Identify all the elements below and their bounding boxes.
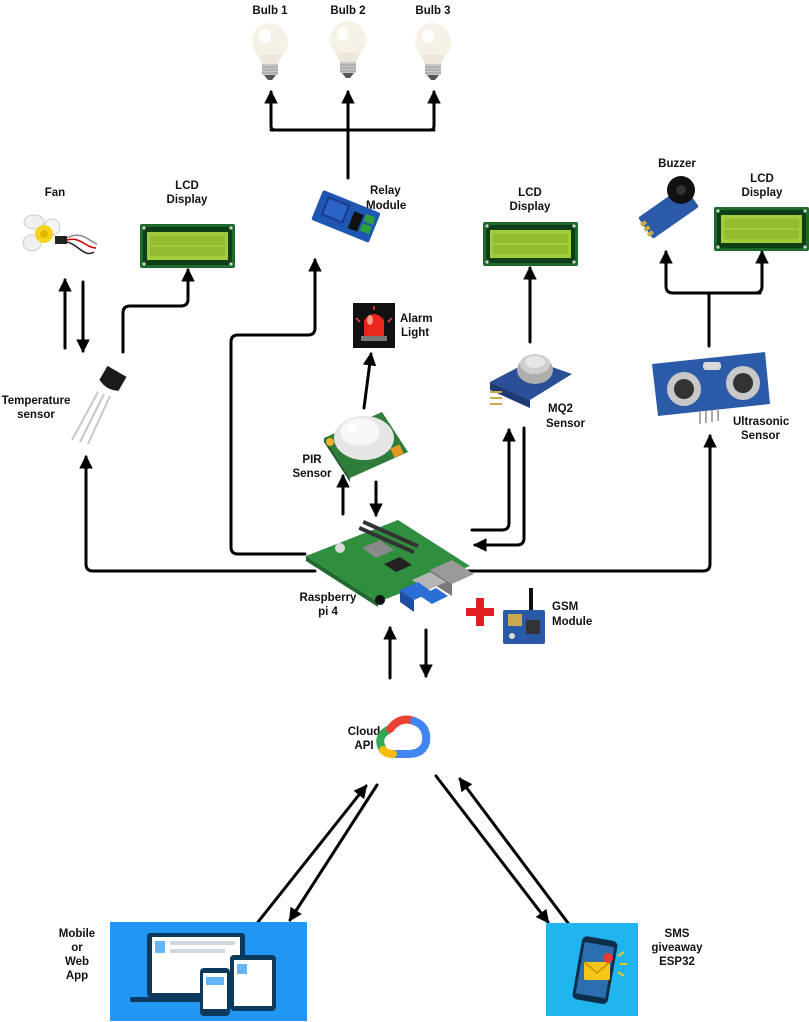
bulb-icon xyxy=(251,22,289,81)
lcd-mid-label-line1: LCD xyxy=(518,187,542,199)
arrow-pi-to-mq2 xyxy=(470,427,516,532)
lcd-display-mid: LCD Display xyxy=(483,187,578,266)
relay-to-bulbs-bus xyxy=(269,128,436,180)
gsm-module-icon xyxy=(503,588,545,644)
fan-icon xyxy=(22,214,98,255)
mq2-label-line1: MQ2 xyxy=(548,403,573,415)
mq2-sensor: MQ2 Sensor xyxy=(490,354,586,430)
lcd-icon xyxy=(140,224,235,268)
relay-module: Relay Module xyxy=(311,185,406,243)
sms-label-line3: ESP32 xyxy=(659,956,695,968)
relay-label-line2: Module xyxy=(366,200,406,212)
pir-sensor-icon xyxy=(324,412,408,482)
pir-sensor: PIR Sensor xyxy=(293,412,408,482)
bulb-3-label: Bulb 3 xyxy=(415,5,450,17)
buzzer-icon xyxy=(638,176,699,239)
bulb-3: Bulb 3 xyxy=(414,5,452,81)
google-cloud-icon xyxy=(376,715,431,758)
relay-label-line1: Relay xyxy=(370,185,401,197)
ultrasonic-sensor: Ultrasonic Sensor xyxy=(652,352,790,442)
fan: Fan xyxy=(22,187,98,255)
arrow-sms-to-cloud xyxy=(458,777,570,925)
arrow-to-lcd-right xyxy=(753,249,769,295)
gsm-label-line2: Module xyxy=(552,616,592,628)
app-label-line3: Web xyxy=(65,956,89,968)
bulb-2-label: Bulb 2 xyxy=(330,5,365,17)
lcd-display-left: LCD Display xyxy=(140,180,235,268)
arrow-pir-to-alarm xyxy=(362,351,377,410)
relay-icon xyxy=(311,190,381,243)
pir-label-line1: PIR xyxy=(302,454,322,466)
lcd-right-label-line1: LCD xyxy=(750,173,774,185)
cloud-api: Cloud API xyxy=(348,715,431,758)
connectors xyxy=(58,89,769,925)
app-label-line4: App xyxy=(66,970,88,982)
bulb-1: Bulb 1 xyxy=(251,5,289,81)
arrow-to-bulb3 xyxy=(427,89,441,132)
arrow-pi-to-ultrasonic xyxy=(466,433,717,573)
sms-label-line1: SMS xyxy=(665,928,690,940)
cloud-label-line2: API xyxy=(354,740,373,752)
lcd-icon xyxy=(714,207,809,251)
raspberry-pi: Raspberry pi 4 xyxy=(300,520,474,618)
temperature-sensor: Temperature sensor xyxy=(2,365,127,445)
arrow-mq2-to-pi xyxy=(472,426,526,552)
pir-label-line2: Sensor xyxy=(293,468,333,480)
plus-icon xyxy=(466,598,494,626)
sms-label-line2: giveaway xyxy=(651,942,703,954)
bulb-icon xyxy=(329,20,367,79)
app-label-line1: Mobile xyxy=(59,928,95,940)
mq2-label-line2: Sensor xyxy=(546,418,586,430)
ultrasonic-label-line2: Sensor xyxy=(741,430,781,442)
lcd-mid-label-line2: Display xyxy=(510,201,552,213)
mobile-web-app-icon xyxy=(110,922,307,1021)
lcd-right-label-line2: Display xyxy=(742,187,784,199)
sms-phone-icon xyxy=(546,923,638,1016)
arrow-cloud-to-sms xyxy=(434,774,550,924)
raspberry-pi-icon xyxy=(306,520,474,612)
arrow-to-bulb1 xyxy=(264,89,278,132)
temperature-sensor-icon xyxy=(71,365,127,445)
sms-esp32: SMS giveaway ESP32 xyxy=(546,923,703,1016)
temperature-label-line1: Temperature xyxy=(2,395,71,407)
arrow-cloud-to-app xyxy=(288,783,379,922)
alarm-light: Alarm Light xyxy=(353,303,433,348)
gsm-module: GSM Module xyxy=(503,588,592,644)
alarm-label-line2: Light xyxy=(401,327,429,339)
mq2-sensor-icon xyxy=(490,354,572,408)
lcd-left-label-line2: Display xyxy=(167,194,209,206)
temperature-label-line2: sensor xyxy=(17,409,55,421)
app-label-line2: or xyxy=(71,942,83,954)
lcd-left-label-line1: LCD xyxy=(175,180,199,192)
arrow-temp-to-lcd-left xyxy=(121,267,195,354)
arrow-pi-to-temp xyxy=(79,454,317,573)
ultrasonic-label-line1: Ultrasonic xyxy=(733,416,790,428)
gsm-label-line1: GSM xyxy=(552,601,578,613)
fan-label: Fan xyxy=(45,187,65,199)
cloud-label-line1: Cloud xyxy=(348,726,381,738)
arrow-to-buzzer xyxy=(659,249,675,295)
ultrasonic-sensor-icon xyxy=(652,352,770,424)
raspberry-label-line1: Raspberry xyxy=(300,592,357,604)
ultrasonic-to-outputs-bus xyxy=(671,291,762,348)
bulb-2: Bulb 2 xyxy=(329,5,367,79)
arrow-app-to-cloud xyxy=(256,784,368,924)
raspberry-label-line2: pi 4 xyxy=(318,606,338,618)
arrow-pi-to-relay xyxy=(229,257,322,556)
mobile-web-app: Mobile or Web App xyxy=(59,922,307,1021)
buzzer: Buzzer xyxy=(638,158,699,239)
lcd-icon xyxy=(483,222,578,266)
bulb-icon xyxy=(414,22,452,81)
bulb-1-label: Bulb 1 xyxy=(252,5,288,17)
lcd-display-right: LCD Display xyxy=(714,173,809,251)
alarm-label-line1: Alarm xyxy=(400,313,433,325)
buzzer-label: Buzzer xyxy=(658,158,696,170)
alarm-light-icon xyxy=(353,303,395,348)
